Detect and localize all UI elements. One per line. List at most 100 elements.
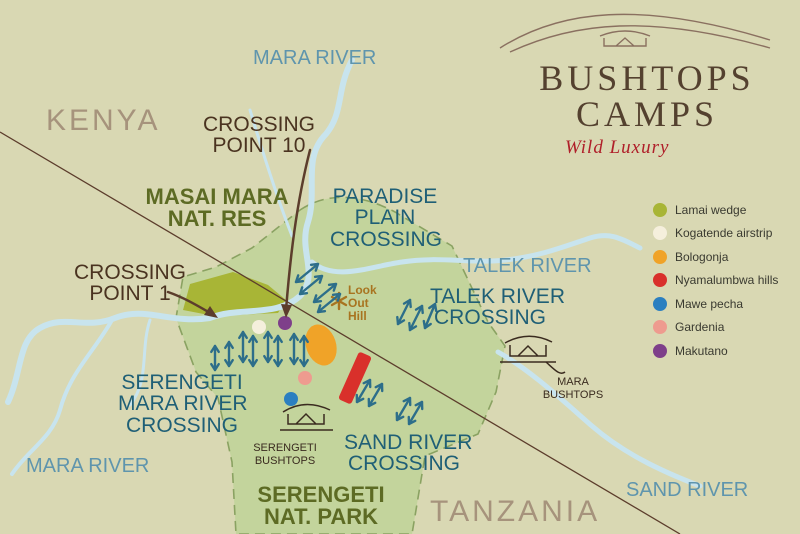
migration-arrow [407, 400, 424, 426]
migration-arrowhead [294, 274, 305, 284]
crossing-point-1-label: Crossing Point 1 [74, 261, 187, 306]
international-border [0, 131, 681, 534]
legend-item: Gardenia [653, 316, 778, 340]
migration-arrows [210, 262, 438, 426]
legend-swatch [653, 226, 667, 241]
talek-river-crossing-label: Talek River Crossing [430, 285, 565, 330]
migration-arrowhead [402, 298, 412, 309]
tent-icon-mara [500, 335, 566, 374]
migration-arrow [367, 382, 384, 408]
migration-arrowhead [299, 358, 309, 368]
migration-arrow [396, 298, 412, 326]
migration-arrowhead [289, 356, 299, 366]
river-label-talek: Talek River [463, 255, 592, 277]
lamai-wedge-area [183, 272, 286, 316]
migration-arrowhead [414, 400, 424, 411]
masai-mara-reserve-label: Masai Mara Nat. Res [145, 184, 289, 232]
migration-arrowhead [422, 319, 432, 330]
legend-item: Mawe pecha [653, 292, 778, 316]
legend-label: Nyamalumbwa hills [675, 273, 779, 288]
migration-arrowhead [312, 294, 323, 304]
migration-arrow [316, 292, 342, 314]
migration-arrowhead [327, 282, 338, 292]
river-label-sand: Sand River [626, 479, 749, 501]
migration-arrowhead [408, 321, 418, 332]
migration-arrowhead [428, 302, 438, 313]
migration-arrow [294, 262, 320, 284]
migration-arrowhead [331, 292, 342, 302]
river-label-mara-north: Mara River [253, 47, 377, 69]
serengeti-park-label: Serengeti Nat. Park [257, 482, 385, 530]
migration-arrow [298, 274, 324, 296]
makutano-marker [278, 316, 292, 330]
legend-label: Lamai wedge [675, 202, 747, 217]
migration-arrowhead [396, 315, 406, 326]
migration-arrowhead [367, 397, 377, 408]
tributary-north [248, 108, 294, 238]
migration-arrow [408, 304, 424, 332]
migration-arrow [312, 282, 338, 304]
rivers [5, 57, 703, 489]
legend-swatch [653, 296, 667, 311]
paradise-plain-crossing-label: Paradise Plain Crossing [330, 185, 443, 251]
serengeti-mara-river-crossing-label: Serengeti Mara River Crossing [118, 371, 248, 437]
legend-item: Nyamalumbwa hills [653, 269, 778, 293]
migration-arrowhead [309, 262, 320, 272]
brand-logo-icon [499, 13, 771, 53]
migration-arrowhead [374, 382, 384, 393]
legend-item: Makutano [653, 339, 778, 363]
legend-item: Lamai wedge [653, 198, 778, 222]
migration-arrowhead [362, 378, 372, 389]
nyamalumbwa-hills-area [338, 352, 372, 404]
migration-arrowhead [238, 330, 248, 340]
crossing-point-10-arrowhead [281, 304, 292, 318]
tributary-west [128, 318, 152, 407]
legend-label: Gardenia [675, 320, 725, 335]
country-label-tanzania: Tanzania [430, 495, 601, 528]
legend-swatch [653, 343, 667, 358]
migration-arrowhead [402, 396, 412, 407]
sand-river-crossing-label: Sand River Crossing [344, 431, 473, 476]
country-label-kenya: Kenya [46, 104, 161, 137]
migration-arrowhead [407, 415, 417, 426]
migration-arrowhead [414, 304, 424, 315]
tent-icon-serengeti [280, 403, 333, 431]
migration-arrowhead [210, 344, 220, 354]
legend-item: Kogatende airstrip [653, 222, 778, 246]
migration-arrow [423, 302, 437, 330]
migration-arrowhead [316, 304, 327, 314]
gardenia-marker [298, 371, 312, 385]
sand-river [495, 349, 703, 489]
migration-arrow [355, 378, 372, 404]
migration-arrowhead [210, 362, 220, 372]
legend-swatch [653, 249, 667, 264]
camp-markers [252, 316, 372, 406]
brand-title-line2: Camps [575, 94, 719, 134]
legend-swatch [653, 320, 667, 335]
migration-arrowhead [224, 358, 234, 368]
legend-label: Mawe pecha [675, 296, 744, 311]
legend-item: Bologonja [653, 245, 778, 269]
legend-label: Kogatende airstrip [675, 226, 773, 241]
migration-arrowhead [263, 330, 273, 340]
crossing-point-10-label: Crossing Point 10 [202, 113, 315, 158]
migration-arrowhead [263, 354, 273, 364]
legend-label: Makutano [675, 343, 728, 358]
mara-river-west-branch [10, 318, 114, 476]
migration-arrowhead [224, 340, 234, 350]
crossing-point-10-pointer [284, 148, 312, 312]
migration-arrow [395, 396, 412, 422]
talek-river [309, 233, 643, 275]
migration-arrowhead [273, 358, 283, 368]
legend-label: Bologonja [675, 249, 729, 264]
look-out-hill-label: Look Out Hill [348, 283, 377, 324]
legend-swatch [653, 273, 667, 288]
river-label-mara-west: Mara River [26, 455, 150, 477]
migration-arrowhead [248, 358, 258, 368]
mawe-pecha-marker [284, 392, 298, 406]
legend-swatch [653, 202, 667, 217]
migration-arrowhead [298, 286, 309, 296]
